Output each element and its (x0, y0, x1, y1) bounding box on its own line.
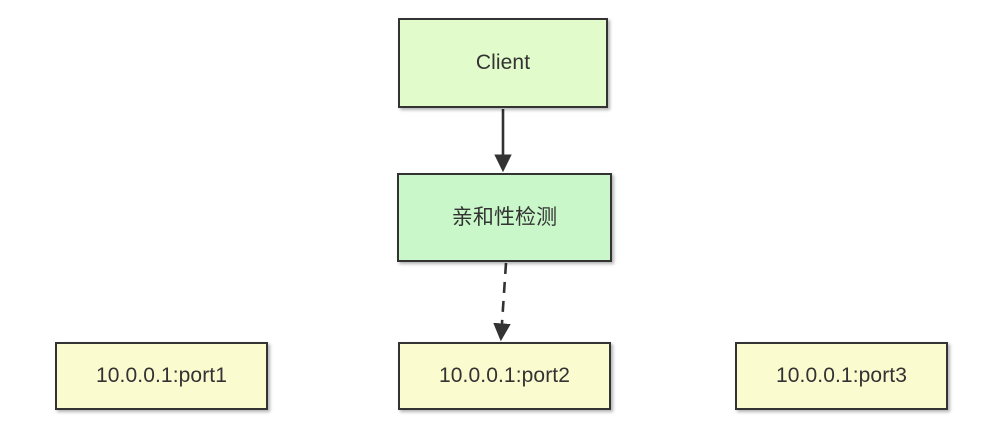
node-endpoint-port2-label: 10.0.0.1:port2 (439, 364, 570, 388)
edge-affinity-to-port2 (493, 262, 511, 342)
node-endpoint-port1-label: 10.0.0.1:port1 (96, 364, 227, 388)
node-client[interactable]: Client (398, 18, 608, 108)
node-endpoint-port3-label: 10.0.0.1:port3 (776, 364, 907, 388)
node-client-label: Client (475, 51, 531, 75)
node-affinity-check[interactable]: 亲和性检测 (397, 173, 612, 262)
node-endpoint-port1[interactable]: 10.0.0.1:port1 (55, 342, 268, 410)
node-affinity-check-label: 亲和性检测 (451, 204, 558, 229)
node-endpoint-port2[interactable]: 10.0.0.1:port2 (398, 342, 611, 410)
node-endpoint-port3[interactable]: 10.0.0.1:port3 (735, 342, 948, 410)
